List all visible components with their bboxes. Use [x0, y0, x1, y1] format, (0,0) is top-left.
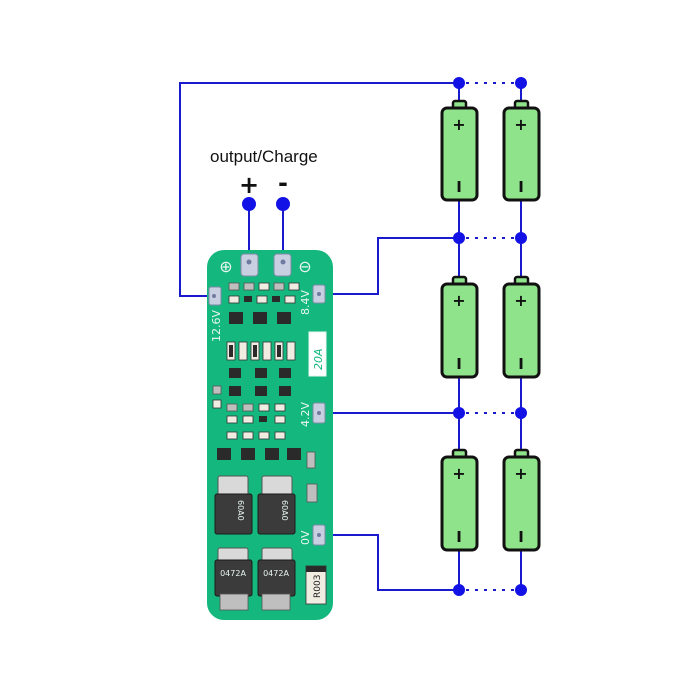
- label-12-6v: 12.6V: [210, 310, 223, 342]
- battery-cell-r3-left: + I: [440, 448, 479, 552]
- battery-minus-mark: I: [456, 355, 462, 373]
- current-rating-label: 20A: [312, 348, 325, 370]
- label-4-2v: 4.2V: [299, 402, 312, 427]
- node-top-right: [515, 77, 527, 89]
- mosfet-marking: 0472A: [263, 569, 289, 578]
- label-0v: 0V: [299, 530, 312, 545]
- smd-components-middle: [212, 368, 318, 503]
- mosfet-top-right: 60A0: [257, 475, 296, 535]
- wire-8-4v: [320, 237, 459, 295]
- node-bottom-right: [515, 584, 527, 596]
- smd-components-top: [228, 282, 300, 324]
- output-minus-sign: -: [278, 169, 288, 197]
- mosfet-bottom-left: 0472A: [214, 547, 253, 611]
- shunt-resistor: R003: [305, 565, 327, 605]
- shunt-resistor-code: R003: [313, 575, 323, 598]
- bms-pcb-board: ⊕ ⊖ 12.6V 8.4V 4.2V 0V 20A: [207, 250, 333, 620]
- battery-plus-mark: +: [514, 115, 527, 134]
- battery-cell-r1-right: + I: [502, 99, 541, 202]
- pad-minus-symbol: ⊖: [298, 257, 311, 276]
- node-rail3-right: [515, 407, 527, 419]
- current-rating-box: [308, 331, 327, 377]
- label-8-4v: 8.4V: [299, 290, 312, 315]
- mosfet-marking: 60A0: [236, 500, 245, 521]
- mosfet-marking: 60A0: [280, 500, 289, 521]
- battery-plus-mark: +: [452, 464, 465, 483]
- pad-output-plus: [240, 253, 259, 277]
- battery-plus-mark: +: [452, 291, 465, 310]
- node-output-plus: [242, 197, 256, 211]
- battery-cell-r2-left: + I: [440, 275, 479, 379]
- battery-cell-r3-right: + I: [502, 448, 541, 552]
- pad-plus-symbol: ⊕: [219, 257, 232, 276]
- node-top-left: [453, 77, 465, 89]
- node-rail2-left: [453, 232, 465, 244]
- battery-cell-r1-left: + I: [440, 99, 479, 202]
- battery-bank: + I + I + I + I + I: [440, 99, 541, 552]
- node-rail3-left: [453, 407, 465, 419]
- junction-nodes: [242, 77, 527, 596]
- node-rail2-right: [515, 232, 527, 244]
- battery-minus-mark: I: [518, 528, 524, 546]
- wire-12-6v: [179, 82, 459, 297]
- node-bottom-left: [453, 584, 465, 596]
- battery-minus-mark: I: [518, 178, 524, 196]
- node-output-minus: [276, 197, 290, 211]
- mosfet-top-left: 60A0: [214, 475, 253, 535]
- wire-0v: [320, 534, 459, 591]
- output-charge-label: output/Charge: [210, 147, 318, 166]
- output-plus-sign: +: [239, 171, 259, 199]
- battery-minus-mark: I: [456, 528, 462, 546]
- mosfet-bottom-right: 0472A: [257, 547, 296, 611]
- battery-plus-mark: +: [514, 291, 527, 310]
- battery-minus-mark: I: [518, 355, 524, 373]
- smd-resistor-array: [226, 341, 296, 361]
- battery-plus-mark: +: [514, 464, 527, 483]
- battery-minus-mark: I: [456, 178, 462, 196]
- pad-output-minus: [273, 253, 292, 277]
- battery-plus-mark: +: [452, 115, 465, 134]
- mosfet-marking: 0472A: [220, 569, 246, 578]
- battery-cell-r2-right: + I: [502, 275, 541, 379]
